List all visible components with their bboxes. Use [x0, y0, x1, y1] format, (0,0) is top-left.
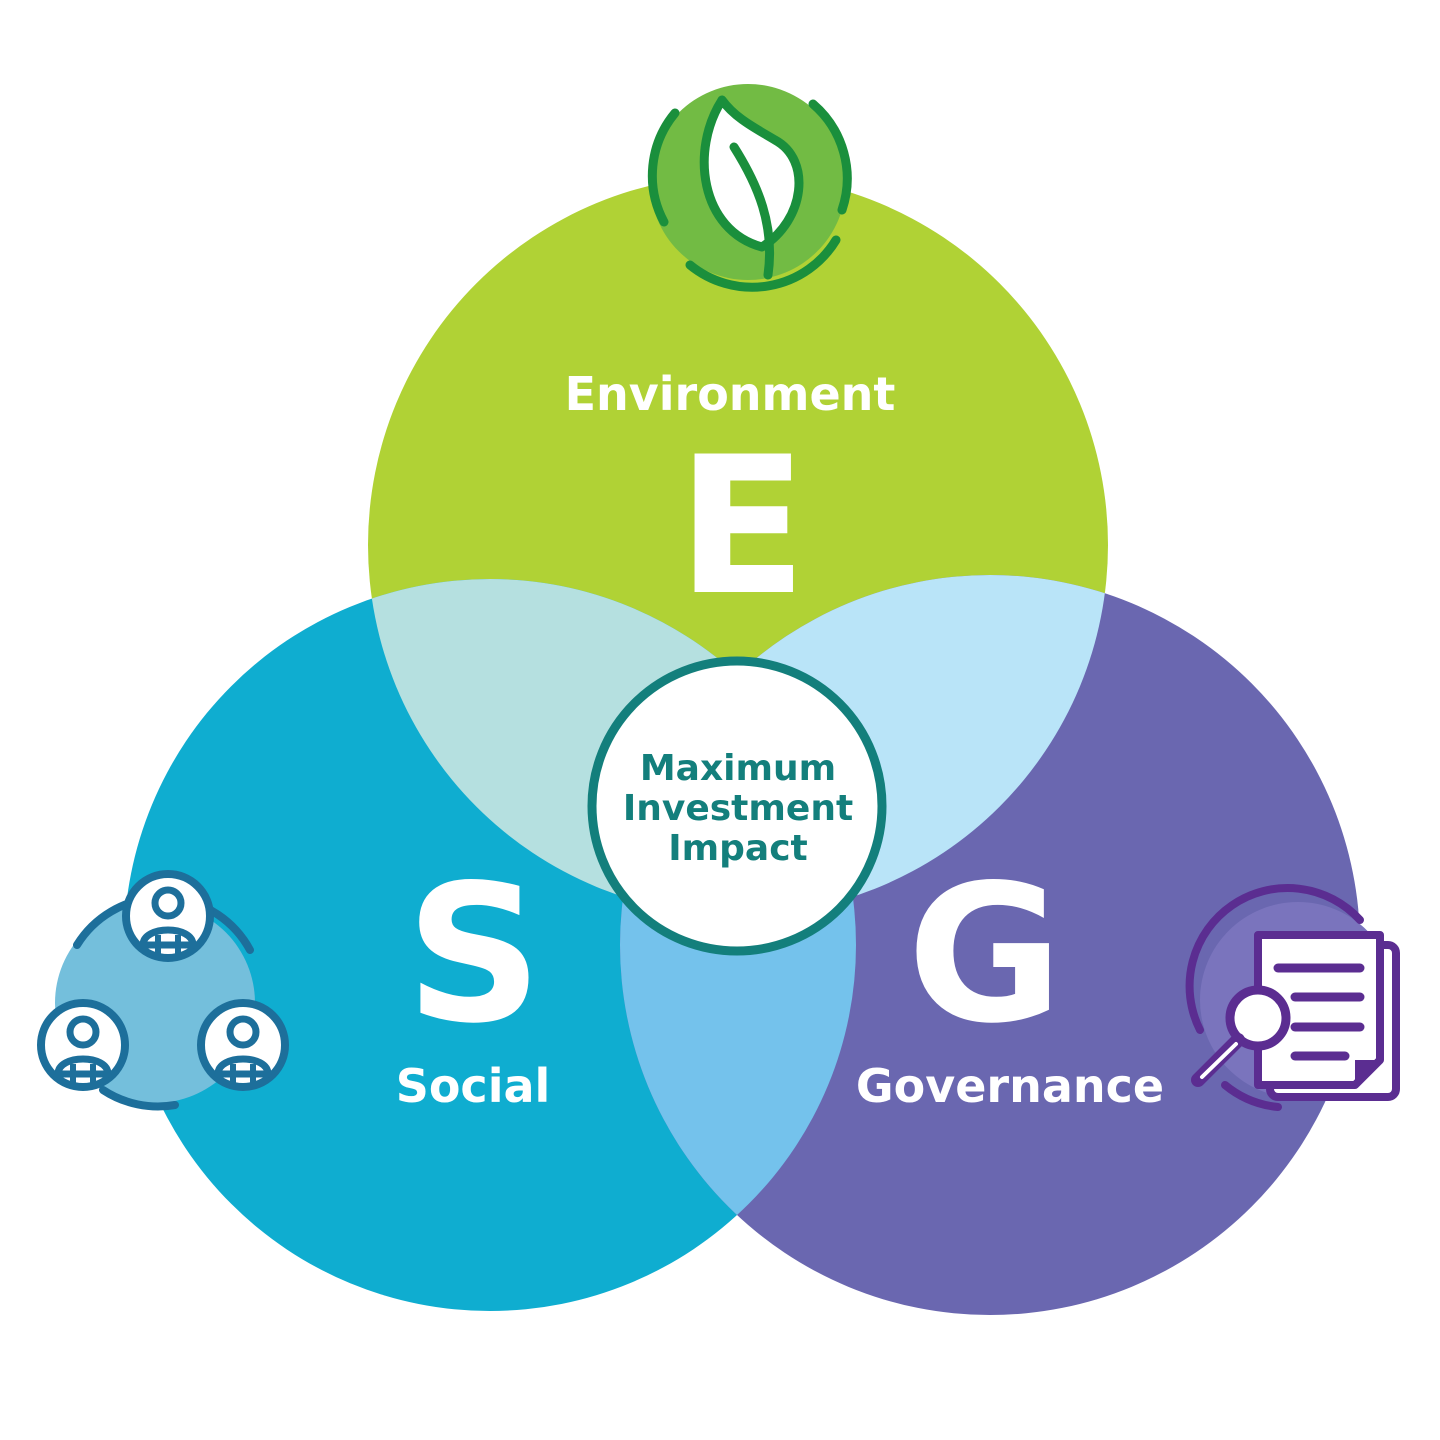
- center-badge: Maximum Investment Impact: [587, 656, 887, 956]
- people-network-icon: [37, 870, 289, 1111]
- center-circle: [587, 656, 887, 956]
- center-line-2: Investment: [623, 788, 853, 829]
- governance-label: Governance: [856, 1059, 1164, 1113]
- environment-label: Environment: [565, 367, 896, 421]
- governance-letter: G: [907, 844, 1063, 1065]
- center-line-3: Impact: [668, 828, 808, 869]
- document-search-icon: [1185, 884, 1400, 1111]
- center-line-1: Maximum: [640, 748, 836, 789]
- environment-letter: E: [677, 416, 807, 637]
- social-letter: S: [406, 844, 543, 1065]
- social-label: Social: [396, 1059, 551, 1113]
- leaf-icon: [647, 84, 852, 292]
